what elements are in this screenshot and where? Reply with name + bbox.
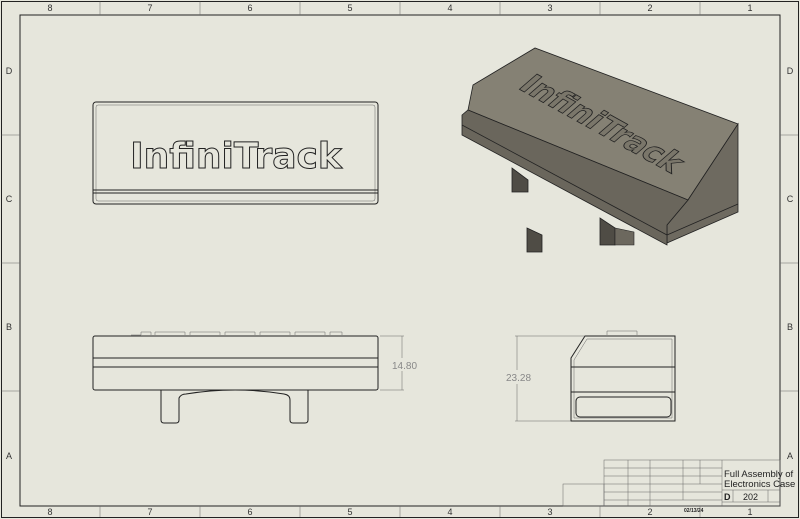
zone-col-label: 4 [447, 3, 452, 13]
inner-frame [19, 14, 781, 507]
zone-col-label: 6 [247, 3, 252, 13]
height-dimension: 14.80 [392, 361, 417, 372]
zone-col-label: 5 [347, 3, 352, 13]
drawing-date: 02/13/24 [684, 508, 704, 514]
zone-row-label: D [787, 66, 794, 76]
embossed-logo-text: InfiniTrack [130, 136, 343, 177]
zone-row-label: D [6, 66, 13, 76]
drawing-title-line2: Electronics Case [724, 479, 795, 490]
zone-col-label: 7 [147, 507, 152, 517]
zone-row-label: A [6, 451, 12, 461]
title-block: Full Assembly of Electronics Case D 202 … [562, 459, 795, 514]
zone-col-label: 2 [647, 3, 652, 13]
sheet-size: D [724, 492, 731, 502]
height-dimension: 23.28 [506, 373, 531, 384]
zone-col-label: 3 [547, 3, 552, 13]
zone-row-label: B [787, 322, 793, 332]
zone-col-label: 8 [47, 507, 52, 517]
drawing-title-line1: Full Assembly of [724, 469, 794, 480]
isometric-view: InfiniTrack [461, 47, 739, 253]
zone-col-label: 3 [547, 507, 552, 517]
drawing-number: 202 [743, 492, 758, 502]
zone-row-label: C [6, 194, 13, 204]
side-view: 23.28 [506, 330, 676, 422]
zone-col-label: 5 [347, 507, 352, 517]
zone-col-label: 8 [47, 3, 52, 13]
zone-row-label: B [6, 322, 12, 332]
front-view: 14.80 [92, 331, 417, 424]
iso-side-face [461, 109, 689, 246]
zone-col-label: 4 [447, 507, 452, 517]
zone-row-label: C [787, 194, 794, 204]
zone-col-label: 6 [247, 507, 252, 517]
zone-col-label: 1 [747, 507, 752, 517]
zone-col-label: 2 [647, 507, 652, 517]
top-view: InfiniTrack [92, 101, 379, 205]
zone-row-label: A [787, 451, 793, 461]
zone-col-label: 7 [147, 3, 152, 13]
zone-col-label: 1 [747, 3, 752, 13]
